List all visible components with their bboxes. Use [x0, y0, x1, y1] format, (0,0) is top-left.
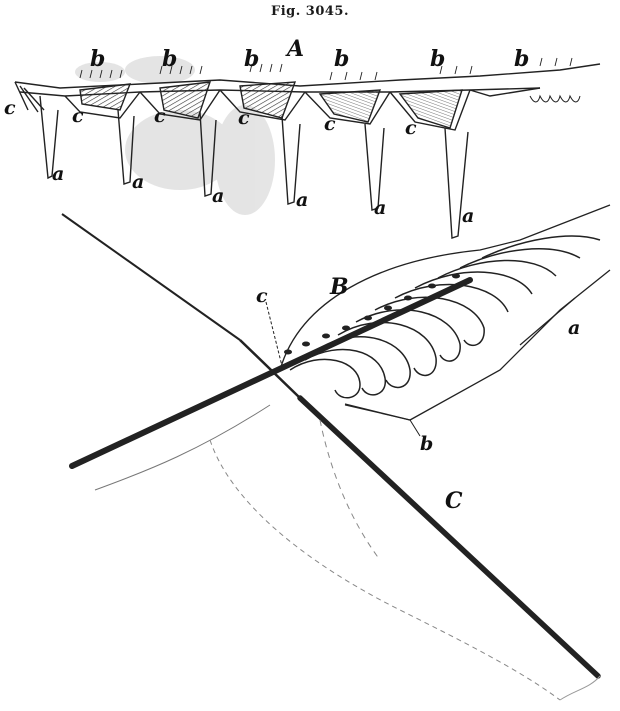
pointer-b: [345, 405, 420, 436]
thin-rachis: [62, 214, 240, 340]
label-b-2: b: [162, 46, 177, 72]
panel-label-b: B: [329, 274, 349, 300]
label-a-2: a: [132, 171, 144, 193]
pointer-c: [266, 302, 282, 366]
label-b-3: b: [244, 46, 259, 72]
tail-beads: [530, 96, 580, 102]
label-a-edge: a: [568, 317, 580, 339]
label-c-1: c: [4, 97, 16, 119]
label-c-shaft: c: [256, 285, 268, 307]
label-a-3: a: [212, 185, 224, 207]
panel-label-a: A: [285, 36, 304, 62]
label-c-5: c: [324, 113, 336, 135]
stain-marks: [75, 56, 275, 215]
segment-4: [282, 90, 390, 204]
segment-6: [445, 88, 540, 238]
label-c-4: c: [238, 107, 250, 129]
panel-label-c: C: [445, 488, 463, 514]
label-c-2: c: [72, 105, 84, 127]
label-c-6: c: [405, 117, 417, 139]
label-b-5: b: [430, 46, 445, 72]
ghost-outline-4: [560, 676, 600, 700]
label-a-5: a: [374, 197, 386, 219]
label-a-6: a: [462, 205, 474, 227]
panel-b-labels: B C c b a: [256, 274, 580, 514]
label-b-barbs: b: [420, 433, 433, 455]
label-b-1: b: [90, 46, 105, 72]
label-b-6: b: [514, 46, 529, 72]
shaft-beads: [284, 274, 460, 355]
label-a-1: a: [52, 163, 64, 185]
label-a-4: a: [296, 189, 308, 211]
ghost-outline-1: [95, 405, 270, 490]
label-c-3: c: [154, 105, 166, 127]
label-b-4: b: [334, 46, 349, 72]
barb-a-edge: [520, 298, 575, 345]
